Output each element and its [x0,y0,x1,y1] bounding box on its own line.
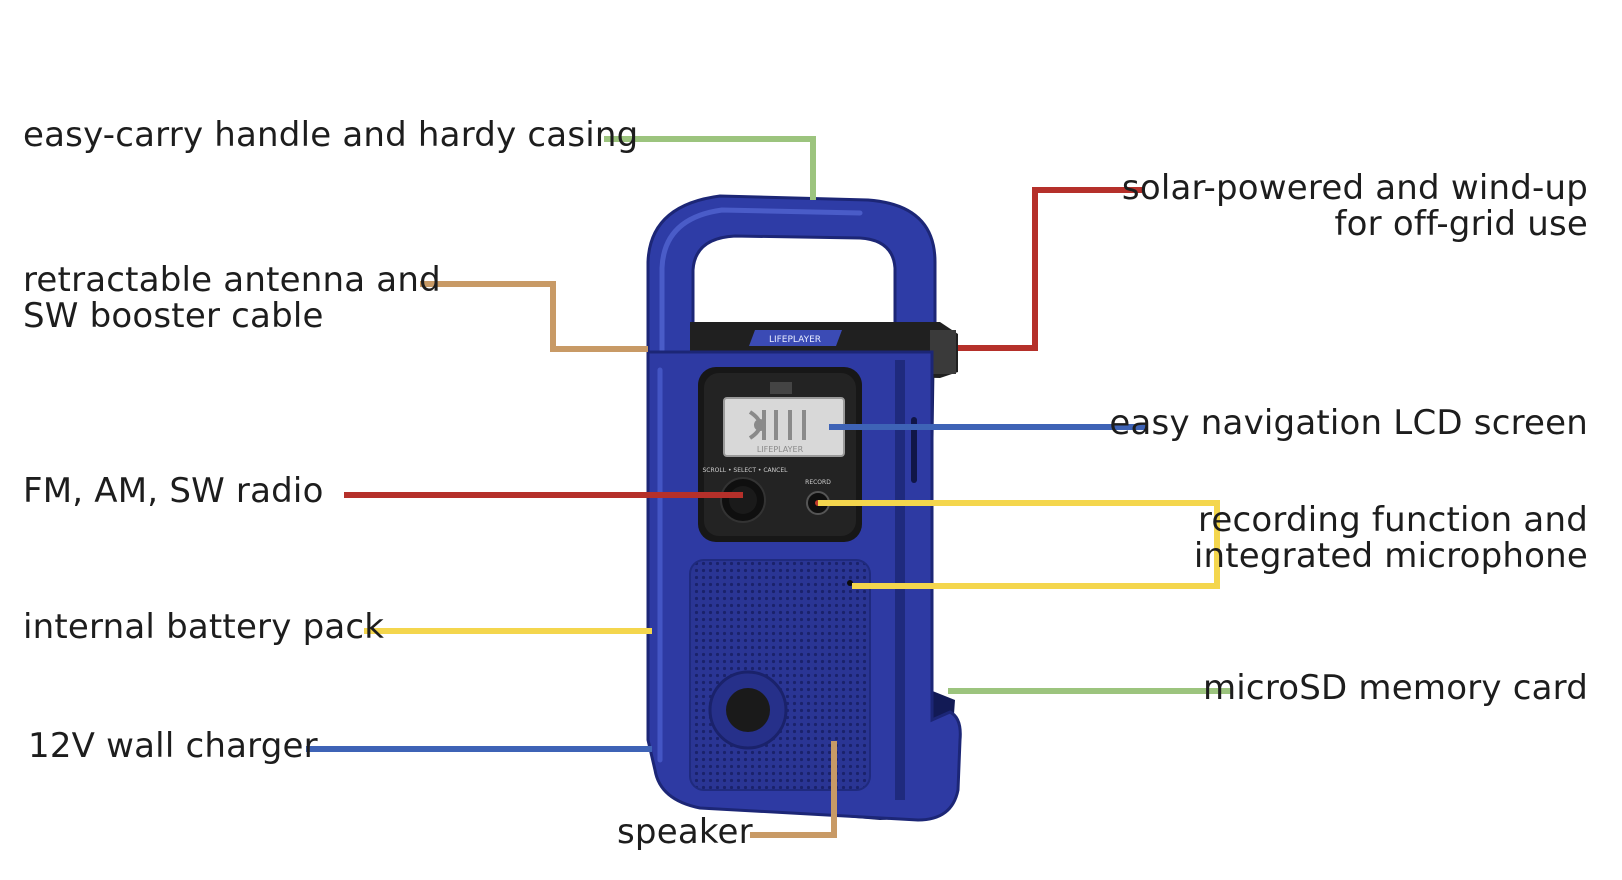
handle-connector [604,136,816,200]
lcd-brand-text: LIFEPLAYER [757,445,804,454]
label-recording-line1: recording function and [1197,500,1588,540]
tuning-dial-cap [729,486,757,514]
connector-lines [306,136,1233,838]
speaker-grille [689,559,871,791]
label-antenna: retractable antenna and SW booster cable [23,262,441,334]
label-microsd: microSD memory card [1202,668,1588,708]
record-label: RECORD [805,479,831,486]
brand-top-text: LIFEPLAYER [769,335,821,345]
recording-connector [818,500,1220,589]
brand-ribbon [749,330,842,346]
label-radio: FM, AM, SW radio [23,471,324,511]
lifeplayer-device: LIFEPLAYER LIFEPLAYER SCROLL • SELECT • … [646,194,962,822]
label-antenna-line1: retractable antenna and [23,260,441,300]
label-speaker: speaker [617,812,753,852]
carry-handle [646,194,937,362]
label-battery: internal battery pack [23,607,385,647]
lcd-logo [748,410,806,440]
label-solar-line2: for off-grid use [1334,204,1588,244]
label-solar-line1: solar-powered and wind-up [1121,168,1588,208]
label-antenna-line2: SW booster cable [23,296,324,336]
handle-highlight [659,207,863,353]
dial-label: SCROLL • SELECT • CANCEL [703,467,789,474]
label-handle: easy-carry handle and hardy casing [23,115,639,155]
mini-logo [770,382,792,394]
speaker-connector [750,741,837,838]
microphone-hole [847,580,853,586]
volume-knob-cap [726,688,770,732]
antenna-connector [420,281,648,352]
label-charger: 12V wall charger [28,726,318,766]
label-solar: solar-powered and wind-up for off-grid u… [1122,170,1588,242]
label-lcd: easy navigation LCD screen [1109,403,1588,443]
label-recording-line2: integrated microphone [1193,536,1588,576]
label-recording: recording function and integrated microp… [1194,502,1588,574]
solar-connector [958,187,1142,351]
solar-panel-rim [930,330,956,374]
